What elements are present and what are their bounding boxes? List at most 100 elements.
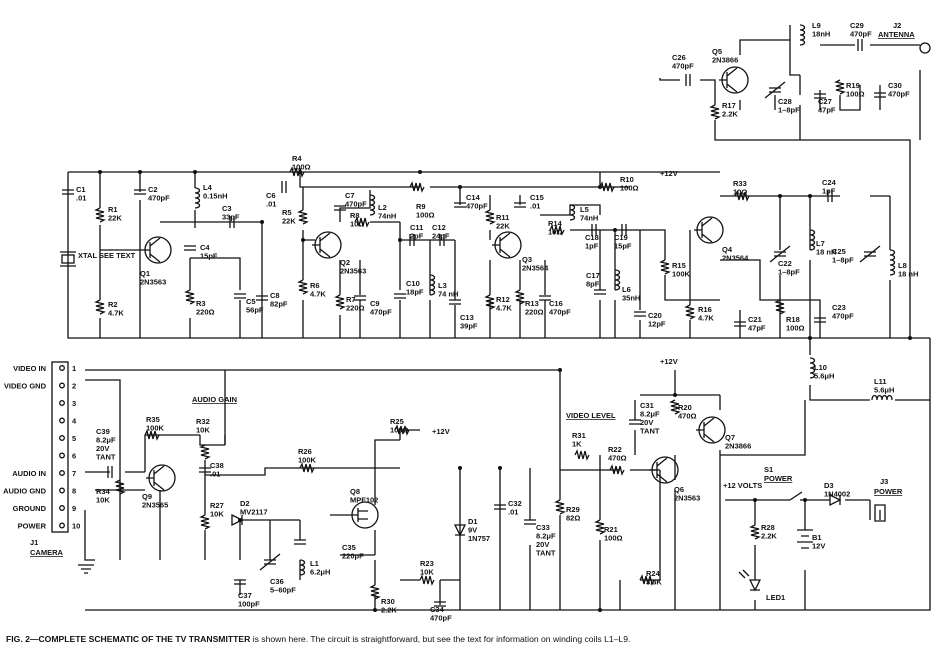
svg-text:1pF: 1pF <box>822 187 836 196</box>
r9-symbol <box>409 181 425 193</box>
led1-symbol <box>738 569 762 592</box>
svg-text:C18: C18 <box>585 233 599 242</box>
r3-symbol <box>184 289 196 305</box>
l6-symbol <box>614 269 621 291</box>
svg-text:R34: R34 <box>96 487 111 496</box>
svg-text:10K: 10K <box>210 510 224 519</box>
rail-12v-q7: +12V <box>660 357 678 366</box>
label-c6: C6.01 <box>266 191 276 209</box>
c21-symbol <box>734 321 746 327</box>
c16-symbol <box>539 295 551 301</box>
svg-text:C29: C29 <box>850 21 864 30</box>
j1-pin-label: VIDEO IN <box>13 364 46 373</box>
svg-text:1N757: 1N757 <box>468 534 490 543</box>
j1-pin-3 <box>59 400 65 406</box>
svg-text:100Ω: 100Ω <box>416 211 435 220</box>
j1-pins <box>59 365 65 529</box>
antenna-label: ANTENNA <box>878 30 915 39</box>
svg-text:8pF: 8pF <box>586 280 600 289</box>
svg-text:82pF: 82pF <box>270 300 288 309</box>
svg-text:D3: D3 <box>824 481 834 490</box>
svg-text:2.2K: 2.2K <box>722 110 738 119</box>
svg-text:C31: C31 <box>640 401 654 410</box>
j3-ref: J3 <box>880 477 888 486</box>
l3-symbol <box>429 274 436 296</box>
svg-text:2N3563: 2N3563 <box>140 278 166 287</box>
r12-symbol <box>484 294 496 310</box>
svg-text:5.6μH: 5.6μH <box>814 372 834 381</box>
r35-symbol <box>144 429 160 441</box>
svg-text:MPF102: MPF102 <box>350 496 378 505</box>
j1-pin-2 <box>59 382 65 389</box>
xtal-label: XTAL SEE TEXT <box>78 251 136 260</box>
j1-pin-label: AUDIO IN <box>12 469 46 478</box>
svg-text:R28: R28 <box>761 523 775 532</box>
svg-text:C15: C15 <box>530 193 544 202</box>
svg-text:R6: R6 <box>310 281 320 290</box>
j3-label: POWER <box>874 487 903 496</box>
svg-text:47pF: 47pF <box>748 324 766 333</box>
svg-text:R14: R14 <box>548 219 563 228</box>
svg-text:C35: C35 <box>342 543 356 552</box>
j1-pin-label: AUDIO GND <box>3 487 47 496</box>
d1-symbol <box>453 524 467 537</box>
j1-pin-label: POWER <box>18 522 47 531</box>
svg-text:100K: 100K <box>146 424 165 433</box>
svg-text:C25: C25 <box>832 247 846 256</box>
svg-text:C13: C13 <box>460 313 474 322</box>
svg-text:R33: R33 <box>733 179 747 188</box>
video-level-label: VIDEO LEVEL <box>566 411 616 420</box>
j1-pin-number: 10 <box>72 522 80 531</box>
junctions <box>98 170 912 612</box>
svg-text:1–8pF: 1–8pF <box>778 268 800 277</box>
svg-text:C6: C6 <box>266 191 276 200</box>
svg-text:.01: .01 <box>76 194 86 203</box>
svg-text:3.3K: 3.3K <box>646 578 662 587</box>
d3-symbol <box>829 493 842 507</box>
svg-text:R32: R32 <box>196 417 210 426</box>
volts-label: +12 VOLTS <box>723 481 762 490</box>
c30-symbol <box>874 92 886 98</box>
r7-symbol <box>334 294 346 310</box>
svg-text:2N3564: 2N3564 <box>722 254 749 263</box>
r24-symbol <box>639 574 655 586</box>
r18-symbol <box>774 299 786 315</box>
r4-symbol <box>289 166 305 178</box>
svg-text:C26: C26 <box>672 53 686 62</box>
svg-text:.01: .01 <box>210 470 220 479</box>
svg-text:20V: 20V <box>96 444 109 453</box>
j1-pin-4 <box>59 417 65 424</box>
svg-text:22K: 22K <box>496 222 510 231</box>
l11-symbol <box>871 394 893 401</box>
svg-text:2pF: 2pF <box>410 232 424 241</box>
r13-symbol <box>514 289 526 305</box>
j1-pin-number: 2 <box>72 382 76 391</box>
r1-symbol <box>94 207 106 223</box>
svg-text:Q3: Q3 <box>522 255 532 264</box>
svg-text:C34: C34 <box>430 605 445 614</box>
svg-text:470pF: 470pF <box>549 308 571 317</box>
c7-symbol <box>334 205 346 211</box>
svg-text:10Ω: 10Ω <box>733 188 747 197</box>
svg-text:2N3564: 2N3564 <box>522 264 549 273</box>
svg-text:R5: R5 <box>282 208 292 217</box>
svg-text:15pF: 15pF <box>200 252 218 261</box>
svg-text:12pF: 12pF <box>648 320 666 329</box>
svg-text:220Ω: 220Ω <box>346 304 365 313</box>
xtal-symbol <box>61 254 75 264</box>
l8-symbol <box>889 249 896 276</box>
s1-ref: S1 <box>764 465 773 474</box>
c35-symbol <box>294 539 306 545</box>
